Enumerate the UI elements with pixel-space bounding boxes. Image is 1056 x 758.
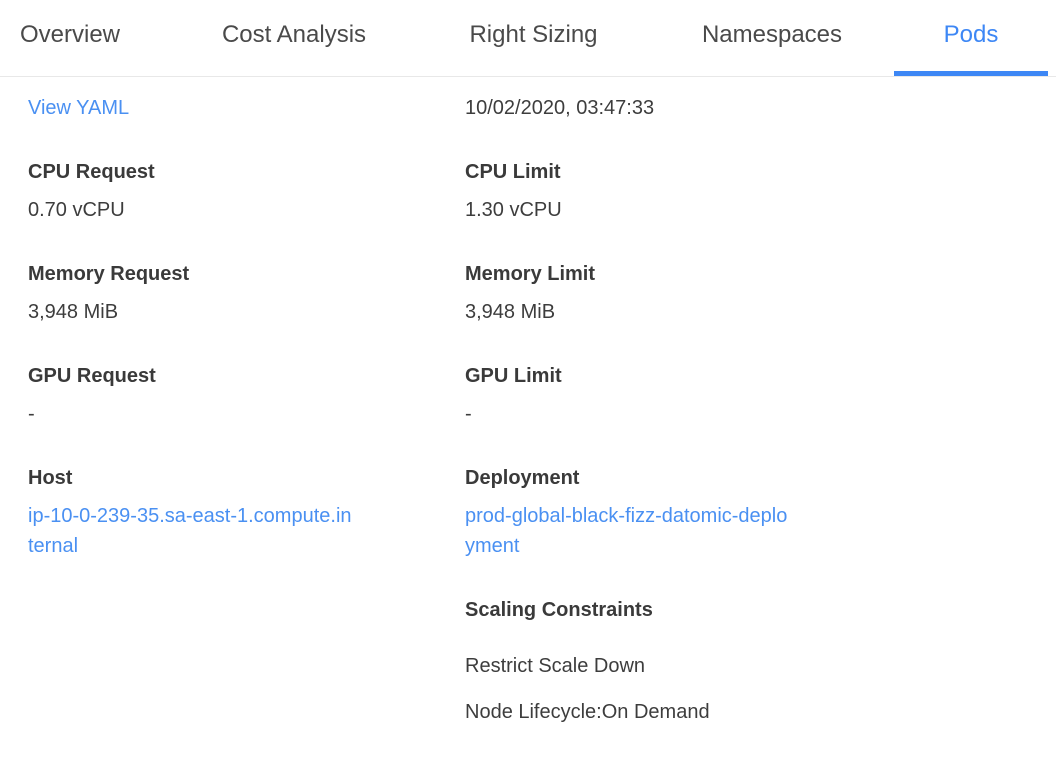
field-host: Host ip-10-0-239-35.sa-east-1.compute.in…: [28, 463, 465, 561]
memory-limit-value: 3,948 MiB: [465, 301, 556, 323]
tab-cost-analysis[interactable]: Cost Analysis: [221, 21, 367, 48]
gpu-row: GPU Request - GPU Limit -: [28, 361, 1056, 429]
memory-row: Memory Request 3,948 MiB Memory Limit 3,…: [28, 259, 1056, 327]
field-cpu-limit: CPU Limit 1.30 vCPU: [465, 157, 1056, 225]
deployment-link[interactable]: prod-global-black-fizz-datomic-deploymen…: [465, 505, 788, 557]
host-deployment-row: Host ip-10-0-239-35.sa-east-1.compute.in…: [28, 463, 1056, 561]
pod-details-panel: View YAML 10/02/2020, 03:47:33 CPU Reque…: [0, 77, 1056, 743]
field-gpu-request: GPU Request -: [28, 361, 465, 429]
cpu-request-value: 0.70 vCPU: [28, 199, 125, 221]
field-deployment: Deployment prod-global-black-fizz-datomi…: [465, 463, 1056, 561]
constraint-restrict-scale-down: Restrict Scale Down: [465, 655, 646, 677]
memory-request-label: Memory Request: [28, 263, 190, 285]
deployment-label: Deployment: [465, 467, 580, 489]
tab-bar: Overview Cost Analysis Right Sizing Name…: [0, 0, 1056, 77]
gpu-limit-label: GPU Limit: [465, 365, 562, 387]
gpu-limit-value: -: [465, 403, 472, 425]
gpu-request-value: -: [28, 403, 35, 425]
field-memory-request: Memory Request 3,948 MiB: [28, 259, 465, 327]
view-yaml-link[interactable]: View YAML: [28, 97, 130, 119]
tabs: Overview Cost Analysis Right Sizing Name…: [0, 0, 1056, 76]
cpu-request-label: CPU Request: [28, 161, 155, 183]
timestamp: 10/02/2020, 03:47:33: [465, 97, 655, 119]
field-memory-limit: Memory Limit 3,948 MiB: [465, 259, 1056, 327]
cpu-limit-label: CPU Limit: [465, 161, 561, 183]
scaling-constraints-label: Scaling Constraints: [465, 599, 653, 621]
memory-limit-label: Memory Limit: [465, 263, 596, 285]
cpu-limit-value: 1.30 vCPU: [465, 199, 562, 221]
scaling-constraints: Scaling Constraints Restrict Scale Down …: [465, 595, 1056, 743]
host-label: Host: [28, 467, 73, 489]
gpu-request-label: GPU Request: [28, 365, 156, 387]
tab-pods[interactable]: Pods: [894, 0, 1048, 76]
header-row: View YAML 10/02/2020, 03:47:33: [28, 93, 1056, 123]
scaling-row: Scaling Constraints Restrict Scale Down …: [28, 595, 1056, 743]
tab-right-sizing[interactable]: Right Sizing: [469, 21, 598, 48]
cpu-row: CPU Request 0.70 vCPU CPU Limit 1.30 vCP…: [28, 157, 1056, 225]
memory-request-value: 3,948 MiB: [28, 301, 119, 323]
field-gpu-limit: GPU Limit -: [465, 361, 1056, 429]
tab-namespaces[interactable]: Namespaces: [701, 21, 843, 48]
tab-overview[interactable]: Overview: [19, 21, 121, 48]
constraint-node-lifecycle: Node Lifecycle:On Demand: [465, 701, 710, 723]
field-cpu-request: CPU Request 0.70 vCPU: [28, 157, 465, 225]
host-link[interactable]: ip-10-0-239-35.sa-east-1.compute.interna…: [28, 505, 352, 557]
